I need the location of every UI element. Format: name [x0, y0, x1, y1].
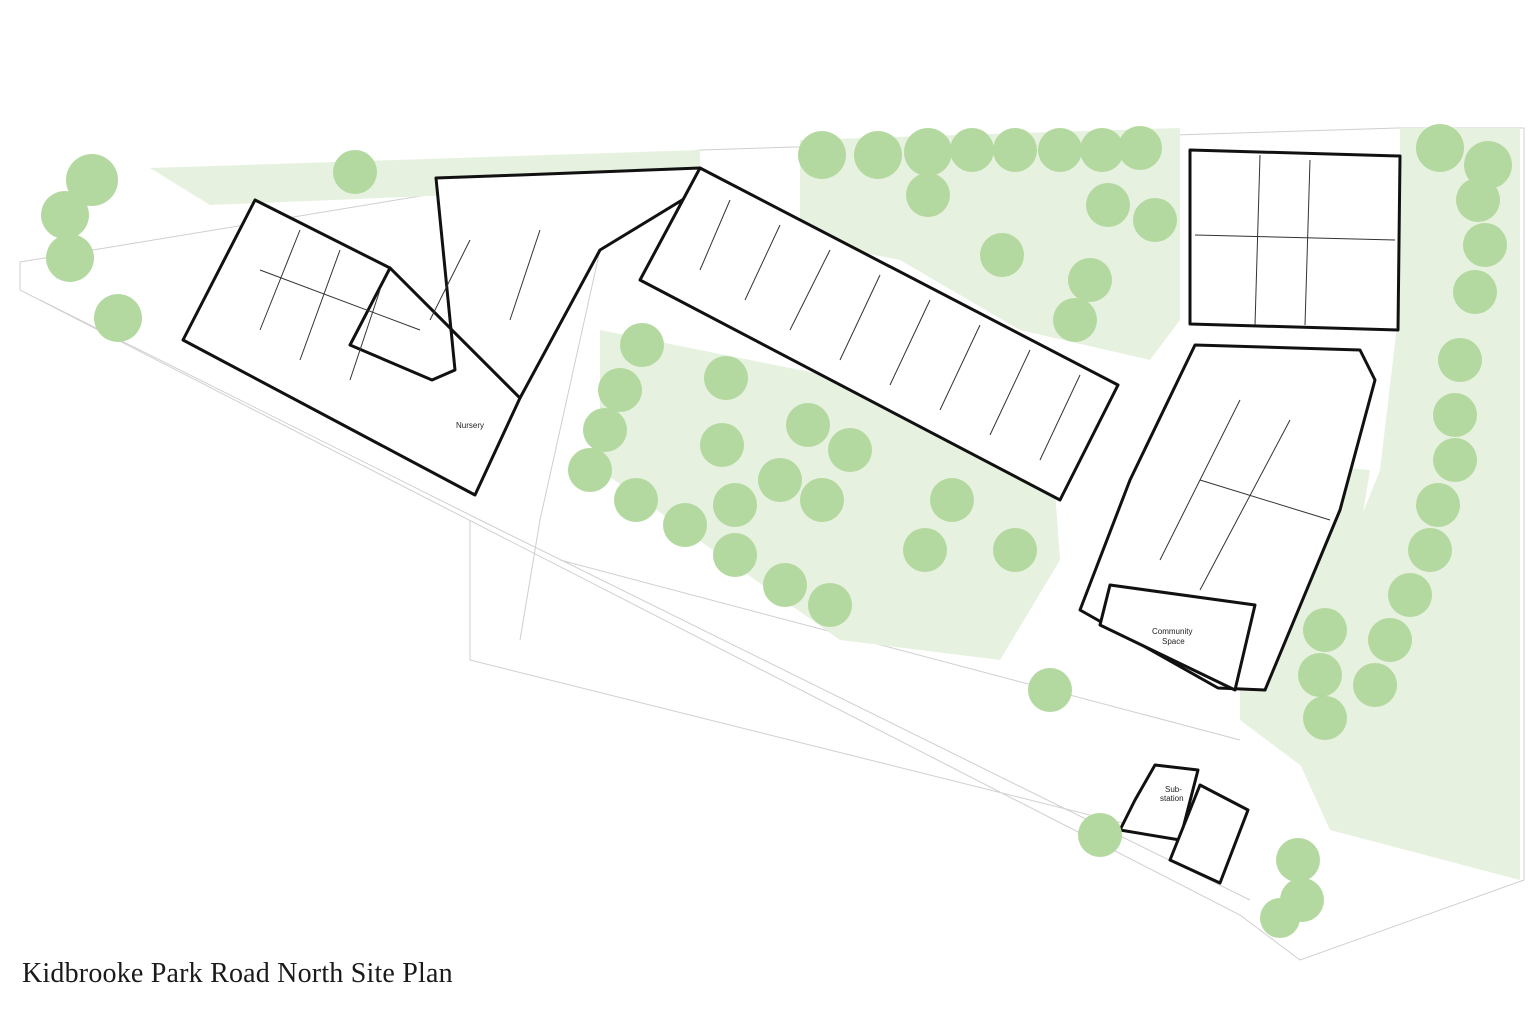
community-space-label: Community	[1152, 627, 1192, 636]
interior-partitions	[259, 154, 1396, 591]
l-shaped-block	[348, 166, 717, 400]
substation-label-line2: station	[1160, 794, 1184, 803]
page-title: Kidbrooke Park Road North Site Plan	[22, 958, 453, 989]
substation-second-unit	[1168, 783, 1250, 885]
community-space-label-line2: Space	[1162, 637, 1185, 646]
northeast-block	[1188, 148, 1402, 332]
community-space-room	[1098, 583, 1257, 692]
trees	[41, 124, 1512, 938]
substation	[1118, 763, 1200, 842]
building-walls	[181, 148, 1402, 885]
nursery-building	[181, 198, 522, 497]
nursery-label: Nursery	[456, 421, 484, 430]
substation-label: Sub-	[1165, 785, 1182, 794]
